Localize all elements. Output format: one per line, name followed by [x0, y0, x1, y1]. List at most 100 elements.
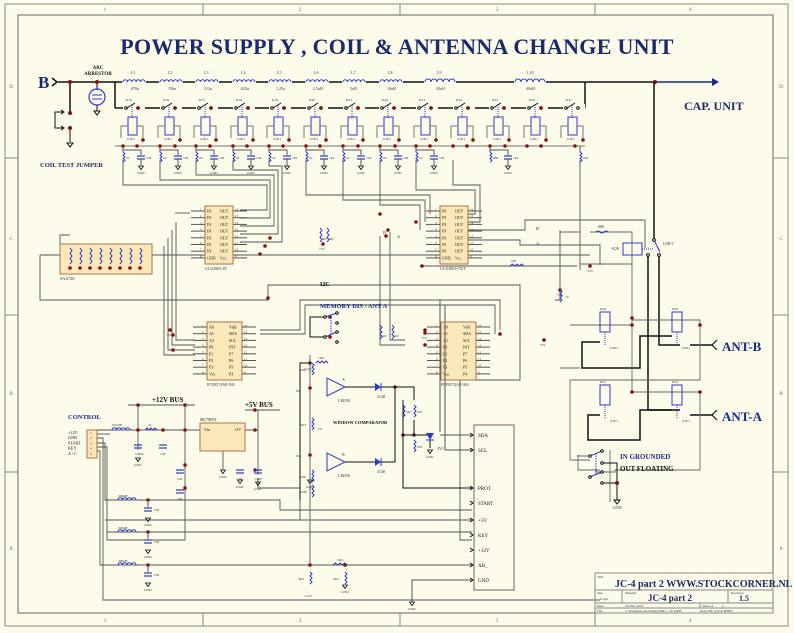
- window-comparator: A B LM358 LM358 WINDOW COMPARATOR 4148 4…: [299, 362, 472, 500]
- ground-switch: GND IN GROUNDED OUT FLOATING: [577, 449, 674, 510]
- svg-text:4148: 4148: [377, 469, 385, 474]
- row-label: D: [779, 85, 783, 90]
- junction-dot: [136, 428, 140, 432]
- svg-text:OUT: OUT: [220, 215, 229, 220]
- junction-dot: [263, 244, 267, 248]
- junction-dot: [698, 323, 702, 327]
- svg-text:Vdd: Vdd: [463, 325, 470, 330]
- svg-text:GND: GND: [408, 607, 416, 611]
- col-label: 1: [104, 619, 107, 624]
- junction-dot: [173, 106, 177, 110]
- svg-text:K27: K27: [566, 98, 572, 102]
- svg-text:14: 14: [244, 337, 248, 341]
- svg-text:13: 13: [470, 228, 474, 232]
- ground-icon: [144, 517, 152, 523]
- svg-text:15: 15: [244, 330, 248, 334]
- svg-text:Drawn By: Tech & MEHW: Drawn By: Tech & MEHW: [700, 609, 733, 613]
- drawing-number: JC-4 part 2: [648, 593, 692, 603]
- svg-text:10: 10: [478, 364, 482, 368]
- svg-text:220: 220: [583, 156, 589, 160]
- svg-text:+5V: +5V: [540, 343, 546, 347]
- col-label: 4: [689, 8, 692, 13]
- junction-dot: [588, 264, 592, 268]
- svg-text:12: 12: [478, 350, 482, 354]
- svg-text:3: 3: [435, 221, 437, 225]
- svg-text:Date: Date: [597, 604, 604, 608]
- svg-text:16: 16: [244, 324, 248, 328]
- svg-text:G5B-1: G5B-1: [610, 346, 619, 350]
- svg-text:680: 680: [598, 224, 604, 229]
- svg-text:IN: IN: [207, 242, 211, 247]
- svg-text:5uH: 5uH: [350, 86, 357, 91]
- svg-text:L1: L1: [131, 70, 135, 75]
- svg-text:A: A: [342, 377, 345, 382]
- svg-text:+12V: +12V: [304, 594, 312, 598]
- svg-text:1K0: 1K0: [318, 356, 324, 360]
- svg-text:104: 104: [177, 477, 183, 481]
- svg-text:SCL: SCL: [478, 449, 487, 454]
- svg-text:3: 3: [200, 221, 202, 225]
- svg-text:11: 11: [235, 241, 238, 245]
- svg-text:2: 2: [435, 214, 437, 218]
- svg-text:220: 220: [511, 259, 517, 263]
- svg-text:103: 103: [154, 508, 160, 512]
- svg-text:L5: L5: [277, 70, 281, 75]
- svg-text:22: 22: [346, 156, 350, 160]
- svg-text:PROT: PROT: [478, 487, 491, 492]
- net-b: B: [383, 230, 386, 235]
- svg-text:OUT: OUT: [220, 242, 229, 247]
- svg-text:Sheet of: Sheet of: [702, 604, 714, 608]
- ground-icon: [144, 582, 152, 588]
- svg-text:AB_: AB_: [478, 564, 488, 569]
- svg-text:GND: GND: [306, 485, 314, 489]
- svg-text:Title: Title: [597, 575, 604, 579]
- svg-text:IN: IN: [442, 215, 446, 220]
- regulator-7805: MC7805T Vin +5V: [199, 417, 246, 452]
- bus-5v-label: +5V BUS: [245, 401, 273, 409]
- svg-text:15: 15: [470, 214, 474, 218]
- svg-text:OUT: OUT: [455, 242, 464, 247]
- svg-text:IN: IN: [442, 242, 446, 247]
- coil-l6: L62.5uH: [305, 70, 329, 91]
- svg-text:GND: GND: [236, 485, 244, 489]
- svg-text:1.25u: 1.25u: [276, 86, 285, 91]
- svg-text:G5B-1: G5B-1: [347, 137, 356, 141]
- svg-text:START: START: [478, 502, 493, 507]
- ground-icon: [408, 601, 416, 607]
- input-b-label: B: [38, 73, 50, 92]
- svg-text:5: 5: [90, 452, 92, 456]
- svg-text:+5V: +5V: [421, 336, 427, 340]
- svg-text:Number: Number: [625, 591, 637, 595]
- svg-text:A2: A2: [209, 338, 214, 343]
- ground-icon: [341, 584, 349, 590]
- svg-text:12: 12: [470, 234, 474, 238]
- junction-dot: [423, 343, 427, 347]
- svg-text:OUT: OUT: [455, 249, 464, 254]
- junction-dot: [287, 138, 291, 142]
- svg-text:2.5uH: 2.5uH: [313, 86, 323, 91]
- svg-text:INT: INT: [229, 345, 236, 350]
- svg-text:LM358: LM358: [338, 398, 350, 403]
- svg-text:9A4720: 9A4720: [60, 276, 75, 281]
- svg-text:P7: P7: [229, 351, 233, 356]
- junction-dot: [321, 242, 325, 246]
- svg-text:P2: P2: [209, 358, 213, 363]
- svg-text:GND: GND: [442, 255, 451, 260]
- svg-text:GND: GND: [426, 455, 434, 459]
- svg-text:Vcc: Vcc: [455, 255, 462, 260]
- svg-text:4K7: 4K7: [322, 237, 328, 241]
- svg-text:104: 104: [292, 156, 298, 160]
